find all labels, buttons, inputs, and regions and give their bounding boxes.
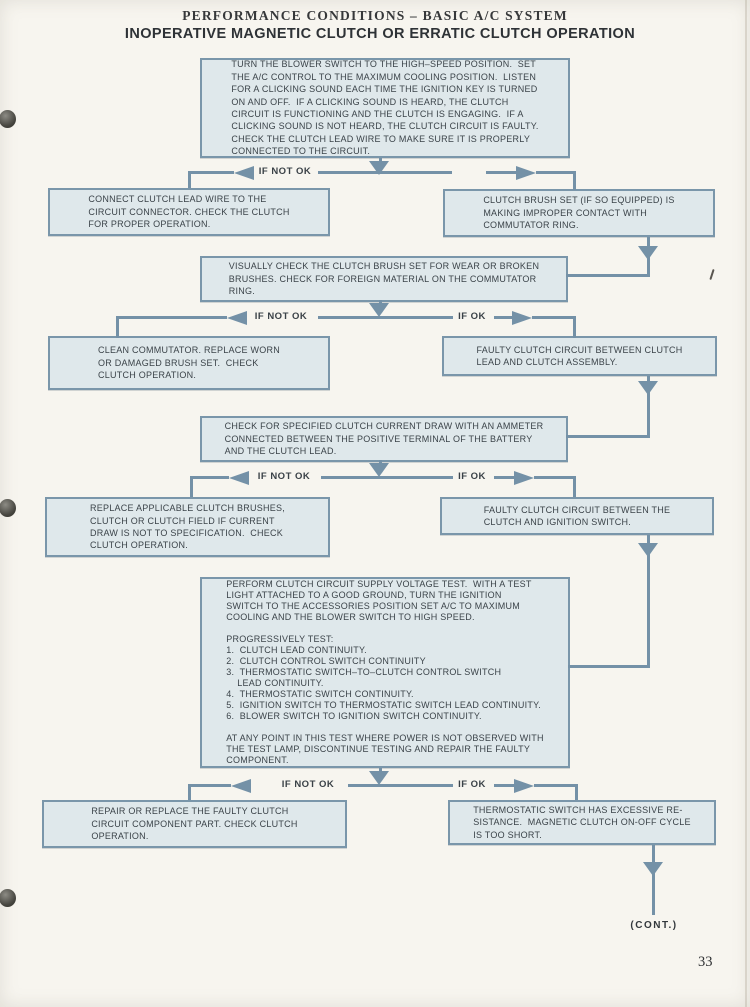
connector-line <box>189 171 234 174</box>
label-if-ok: IF OK <box>458 311 486 322</box>
flow-box-text: REPAIR OR REPLACE THE FAULTY CLUTCH CIRC… <box>91 806 298 842</box>
flow-box-text: PERFORM CLUTCH CIRCUIT SUPPLY VOLTAGE TE… <box>226 579 544 765</box>
connector-line <box>318 316 453 319</box>
flow-box-text: FAULTY CLUTCH CIRCUIT BETWEEN CLUTCH LEA… <box>476 344 683 367</box>
arrow-left <box>234 165 254 180</box>
arrow-left <box>231 778 251 793</box>
arrow-down <box>369 463 389 477</box>
connector-line <box>494 784 514 787</box>
arrow-right <box>514 470 534 485</box>
flow-box-replace-brushes-clutch-field: REPLACE APPLICABLE CLUTCH BRUSHES, CLUTC… <box>45 497 330 557</box>
flow-box-text: REPLACE APPLICABLE CLUTCH BRUSHES, CLUTC… <box>89 503 286 551</box>
connector-line <box>117 316 227 319</box>
flow-box-text: VISUALLY CHECK THE CLUTCH BRUSH SET FOR … <box>228 261 540 297</box>
connector-line <box>572 316 576 338</box>
arrow-down <box>638 543 658 557</box>
binder-hole <box>0 889 16 907</box>
connector-line <box>494 476 514 479</box>
connector-line <box>378 460 382 465</box>
flow-box-connect-clutch-lead-wire: CONNECT CLUTCH LEAD WIRE TO THE CIRCUIT … <box>48 188 330 236</box>
flow-box-text: CHECK FOR SPECIFIED CLUTCH CURRENT DRAW … <box>224 421 544 457</box>
connector-line <box>189 784 231 787</box>
connector-line <box>378 158 382 163</box>
connector-line <box>378 300 382 305</box>
flow-box-faulty-circuit-clutch-ignition: FAULTY CLUTCH CIRCUIT BETWEEN THE CLUTCH… <box>440 497 714 535</box>
connector-line <box>187 784 191 800</box>
flow-box-text: CONNECT CLUTCH LEAD WIRE TO THE CIRCUIT … <box>88 194 290 230</box>
stray-pen-mark <box>709 268 715 281</box>
connector-line <box>574 784 578 800</box>
continuation-note: (CONT.) <box>630 920 678 931</box>
flow-box-text: TURN THE BLOWER SWITCH TO THE HIGH–SPEED… <box>231 59 539 157</box>
label-if-ok: IF OK <box>458 471 486 482</box>
chart-title: INOPERATIVE MAGNETIC CLUTCH OR ERRATIC C… <box>124 26 636 42</box>
arrow-left <box>227 310 247 325</box>
connector-line <box>348 784 453 787</box>
connector-line <box>115 316 119 338</box>
arrow-right <box>516 165 536 180</box>
connector-line <box>191 476 229 479</box>
flow-box-thermostatic-switch-excessive-resistance: THERMOSTATIC SWITCH HAS EXCESSIVE RE- SI… <box>448 800 716 845</box>
flow-box-clean-commutator: CLEAN COMMUTATOR. REPLACE WORN OR DAMAGE… <box>48 336 330 390</box>
connector-line <box>572 476 576 497</box>
connector-line <box>187 171 191 188</box>
connector-line <box>646 376 650 438</box>
connector-line <box>536 171 575 174</box>
flow-box-supply-voltage-test: PERFORM CLUTCH CIRCUIT SUPPLY VOLTAGE TE… <box>200 577 570 768</box>
connector-line <box>534 476 574 479</box>
connector-line <box>572 171 576 190</box>
label-if-ok: IF OK <box>458 779 486 790</box>
binder-hole <box>0 110 16 128</box>
arrow-down <box>638 246 658 260</box>
connector-line <box>189 476 193 497</box>
flow-box-text: THERMOSTATIC SWITCH HAS EXCESSIVE RE- SI… <box>473 804 691 840</box>
connector-line <box>566 435 649 438</box>
connector-line <box>534 784 576 787</box>
binder-hole <box>0 499 16 517</box>
page-header: PERFORMANCE CONDITIONS – BASIC A/C SYSTE… <box>182 8 568 23</box>
connector-line <box>494 316 512 319</box>
flow-box-clutch-brush-set-improper-contact: CLUTCH BRUSH SET (IF SO EQUIPPED) IS MAK… <box>443 189 715 237</box>
flow-box-test-clicking-sound: TURN THE BLOWER SWITCH TO THE HIGH–SPEED… <box>200 58 570 158</box>
arrow-left <box>229 470 249 485</box>
flow-box-visually-check-brush-set: VISUALLY CHECK THE CLUTCH BRUSH SET FOR … <box>200 256 568 302</box>
arrow-down <box>369 771 389 785</box>
connector-line <box>486 171 516 174</box>
flow-box-repair-replace-faulty-component: REPAIR OR REPLACE THE FAULTY CLUTCH CIRC… <box>42 800 347 848</box>
label-if-not-ok: IF NOT OK <box>281 779 335 790</box>
page-edge-shadow <box>745 0 747 1007</box>
connector-line <box>318 171 452 174</box>
connector-line <box>532 316 574 319</box>
label-if-not-ok: IF NOT OK <box>257 471 311 482</box>
arrow-down <box>643 862 663 876</box>
connector-line <box>568 665 649 668</box>
flow-box-text: FAULTY CLUTCH CIRCUIT BETWEEN THE CLUTCH… <box>483 504 671 527</box>
connector-line <box>651 845 655 915</box>
connector-line <box>321 476 453 479</box>
flow-box-text: CLEAN COMMUTATOR. REPLACE WORN OR DAMAGE… <box>97 345 280 381</box>
connector-line <box>566 274 649 277</box>
flow-box-faulty-circuit-lead-assembly: FAULTY CLUTCH CIRCUIT BETWEEN CLUTCH LEA… <box>442 336 717 376</box>
arrow-right <box>512 310 532 325</box>
page-number: 33 <box>698 954 713 970</box>
flow-box-text: CLUTCH BRUSH SET (IF SO EQUIPPED) IS MAK… <box>483 195 675 231</box>
arrow-right <box>514 778 534 793</box>
flow-box-check-current-draw: CHECK FOR SPECIFIED CLUTCH CURRENT DRAW … <box>200 416 568 462</box>
connector-line <box>378 768 382 773</box>
arrow-down <box>369 303 389 317</box>
connector-line <box>646 535 650 668</box>
label-if-not-ok: IF NOT OK <box>254 311 308 322</box>
arrow-down <box>638 381 658 395</box>
label-if-not-ok: IF NOT OK <box>258 166 312 177</box>
